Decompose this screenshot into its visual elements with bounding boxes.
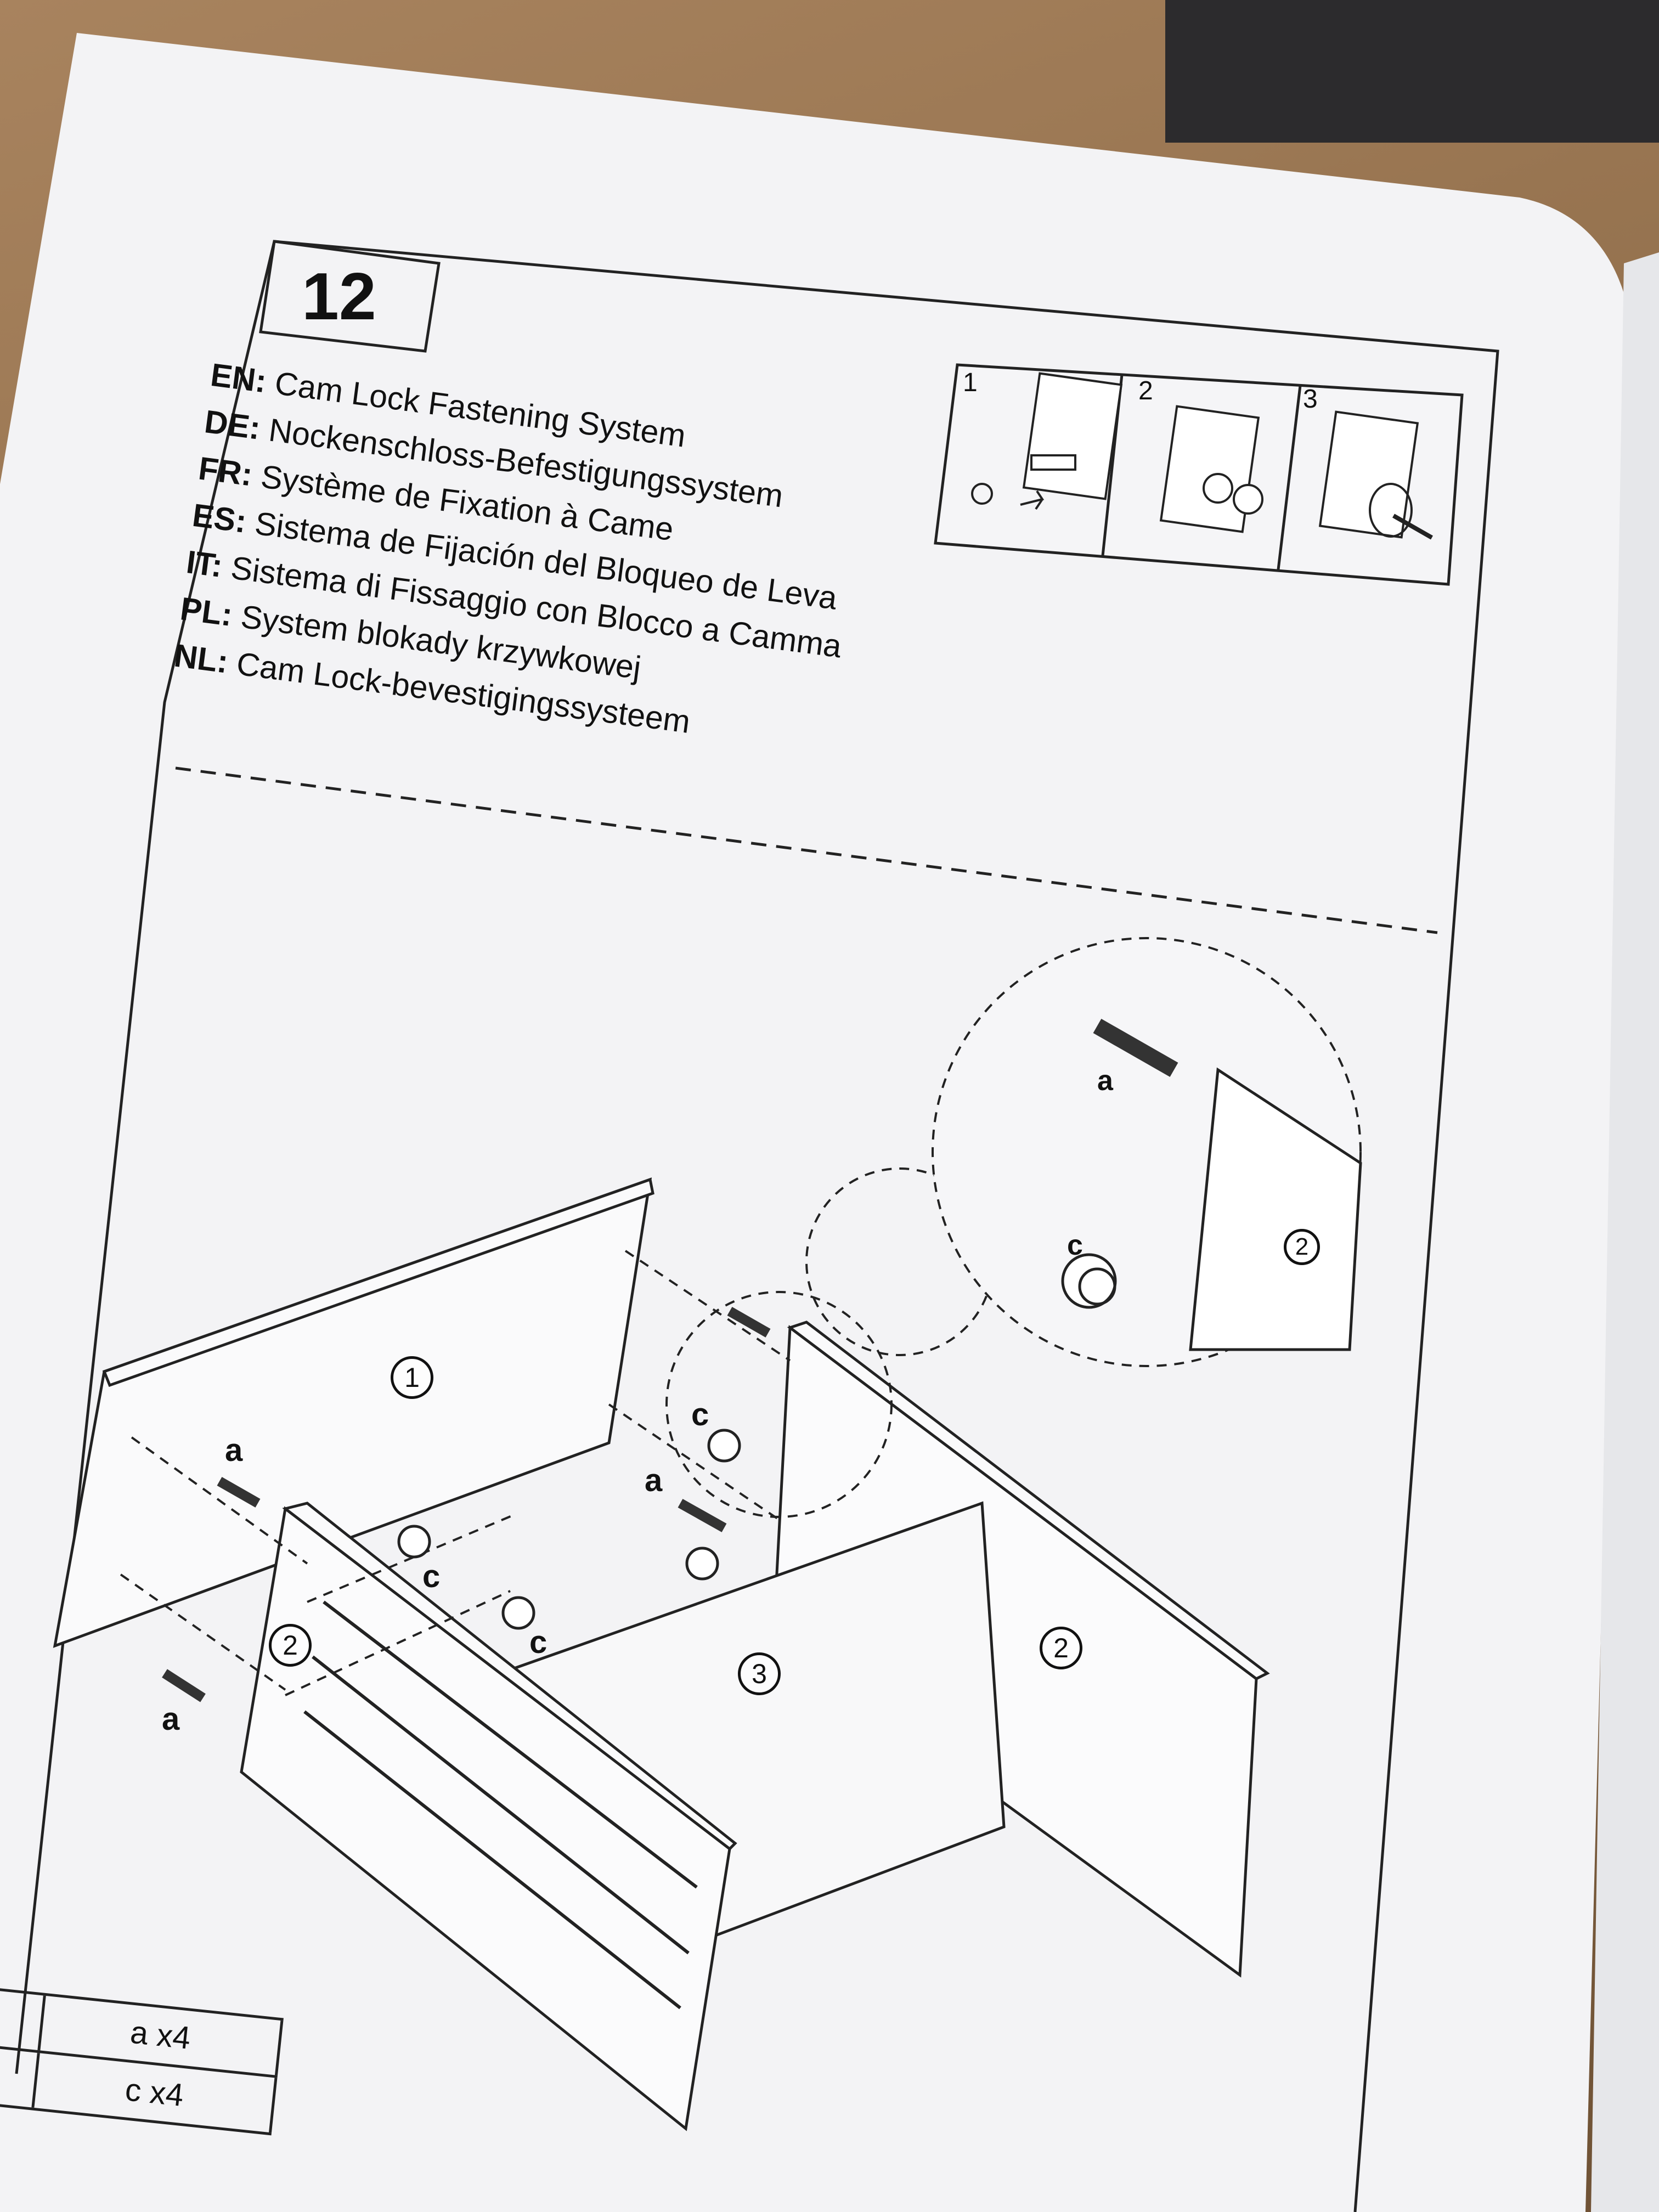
dashed-separator [175, 766, 1438, 934]
next-page-edge [1591, 252, 1659, 2212]
part-label-c-2: c [529, 1624, 548, 1660]
page-frame [274, 240, 1499, 2212]
part-label-c-1: c [422, 1559, 441, 1594]
inset-steps-frame [934, 363, 1464, 586]
dowel-icon [0, 1988, 46, 2051]
panel-label-3: 3 [738, 1652, 781, 1695]
step-number: 12 [302, 259, 376, 334]
title-block: EN: Cam Lock Fastening System DE: Nocken… [150, 351, 1030, 947]
inset-step-3: 3 [1303, 385, 1318, 414]
panel-label-2-front: 2 [269, 1624, 312, 1667]
part-label-c-3: c [691, 1397, 709, 1432]
step-number-box [259, 240, 441, 353]
dark-surface [1165, 0, 1659, 143]
part-label-a-3: a [645, 1463, 663, 1498]
cam-icon [0, 2046, 40, 2108]
inset-step-2: 2 [1138, 376, 1153, 405]
panel-label-2-right: 2 [1040, 1627, 1082, 1669]
panel-label-1: 1 [391, 1356, 433, 1399]
panel-label-2-detail: 2 [1284, 1229, 1320, 1265]
part-label-a-detail: a [1097, 1065, 1113, 1097]
part-label-c-detail: c [1067, 1229, 1083, 1261]
inset-step-1: 1 [963, 368, 978, 397]
part-label-a-2: a [162, 1701, 180, 1737]
assembly-drawing [53, 937, 1362, 2131]
part-label-a-1: a [225, 1432, 243, 1468]
